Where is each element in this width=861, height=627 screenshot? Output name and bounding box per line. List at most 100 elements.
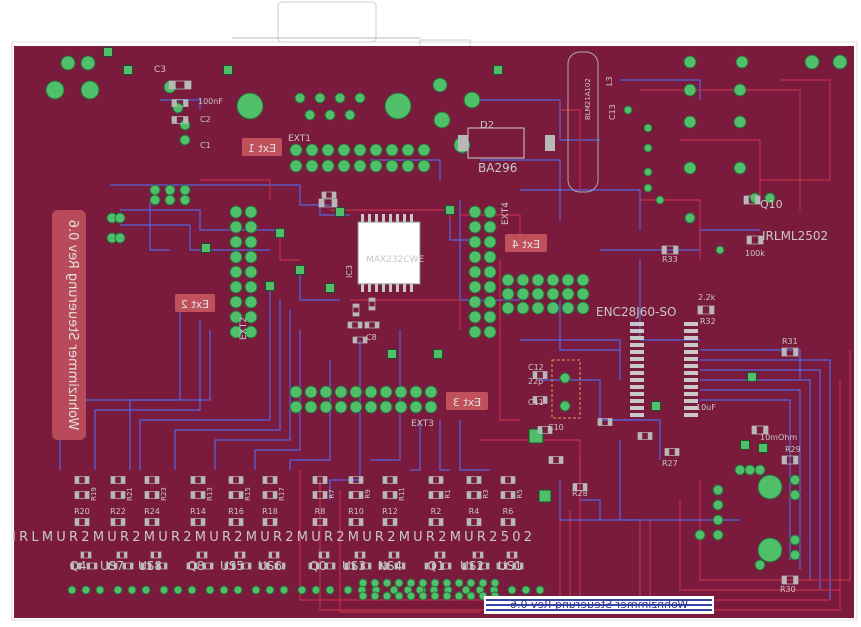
enc-pin: [684, 385, 698, 389]
smd-part: [74, 491, 90, 499]
q-label: US3: [342, 559, 366, 573]
pad: [304, 109, 316, 121]
smd-part: [171, 99, 189, 107]
trace: [520, 339, 621, 380]
smd-part: [274, 562, 286, 570]
trace: [110, 184, 330, 206]
pad: [454, 591, 464, 601]
smd-part: [478, 562, 490, 570]
smd-part: [258, 562, 270, 570]
r-label: R22: [110, 507, 126, 516]
pad: [531, 301, 545, 315]
square-pad: [747, 372, 757, 382]
smd-part: [472, 551, 484, 559]
trace: [679, 500, 840, 591]
enc-pin: [630, 399, 644, 403]
smd-part: [312, 491, 328, 499]
pad: [683, 115, 697, 129]
trace: [200, 179, 271, 200]
ic-pin: [403, 214, 406, 222]
enc-pin: [630, 343, 644, 347]
trace: [214, 310, 291, 470]
smd-part: [234, 551, 246, 559]
side-title: Wohnzimmer Steuerung Rev 0.6: [65, 220, 80, 431]
r-label: R4: [469, 507, 480, 516]
pad: [349, 385, 363, 399]
smd-part: [746, 235, 764, 245]
r27-label: R27: [662, 459, 678, 468]
c8-label: C8: [366, 333, 377, 342]
smd-part: [496, 562, 508, 570]
trace: [410, 420, 421, 471]
smd-part: [312, 476, 328, 484]
pad: [251, 585, 261, 595]
pad: [141, 585, 151, 595]
pad: [733, 161, 747, 175]
enc-pin: [684, 364, 698, 368]
c12-label: C12: [528, 363, 544, 372]
pad: [364, 385, 378, 399]
ext2-label: EXT2: [239, 317, 249, 340]
pad: [179, 184, 191, 196]
pad: [364, 400, 378, 414]
pad: [384, 92, 412, 120]
pad: [244, 310, 258, 324]
smd-part: [572, 483, 588, 491]
pad: [744, 464, 756, 476]
trace: [559, 300, 620, 351]
c100nf-label: 100nF: [198, 97, 223, 106]
smd-part: [382, 476, 398, 484]
smd-part: [466, 491, 482, 499]
enc-pin: [630, 413, 644, 417]
smd-part: [110, 518, 126, 526]
pad: [205, 585, 215, 595]
q-label: US5: [220, 559, 244, 573]
crystal-outline: [551, 359, 581, 419]
smd-part: [428, 518, 444, 526]
pad: [546, 301, 560, 315]
square-pad: [445, 205, 455, 215]
smd-part: [156, 562, 168, 570]
bottom-title: Wohnzimmer Steuerung Rev 0.6: [510, 598, 688, 611]
q-label: NS4: [378, 559, 402, 573]
trace: [499, 260, 520, 421]
pad: [80, 55, 96, 71]
square-pad: [651, 401, 661, 411]
enc-pin: [684, 378, 698, 382]
r-small-label: R5: [516, 489, 524, 498]
pad: [559, 372, 571, 384]
pad: [576, 273, 590, 287]
trace: [700, 359, 831, 600]
c1-label: C1: [200, 141, 211, 150]
pad: [353, 143, 367, 157]
c2-label: C2: [200, 115, 211, 124]
ic-pin: [368, 214, 371, 222]
pad: [149, 184, 161, 196]
r-small-label: R23: [160, 487, 168, 501]
smd-part: [190, 491, 206, 499]
c10-label: C10: [548, 423, 564, 432]
square-pad: [387, 349, 397, 359]
enc-pin: [630, 322, 644, 326]
smd-part: [348, 476, 364, 484]
r-small-label: R1: [444, 489, 452, 498]
square-pad: [493, 65, 503, 75]
pad: [683, 83, 697, 97]
pad: [832, 54, 848, 70]
pad: [244, 325, 258, 339]
square-pad: [295, 265, 305, 275]
pad: [576, 287, 590, 301]
enc-pin: [630, 329, 644, 333]
pad: [789, 489, 801, 501]
irlml-label: IRLML2502: [762, 229, 828, 243]
smd-part: [150, 551, 162, 559]
smd-part: [532, 371, 548, 379]
pad: [483, 325, 497, 339]
pad: [394, 578, 404, 588]
smd-part: [228, 476, 244, 484]
r28-label: R28: [572, 489, 588, 498]
pad: [379, 385, 393, 399]
pad: [304, 385, 318, 399]
pad: [60, 55, 76, 71]
smd-part: [348, 491, 364, 499]
